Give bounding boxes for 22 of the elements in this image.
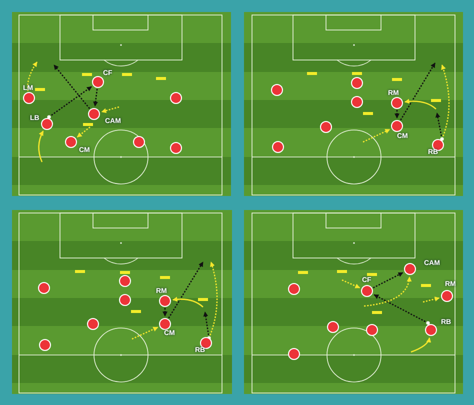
dotted-arrow <box>362 128 390 143</box>
dotted-arrow <box>441 64 450 140</box>
dotted-arrow <box>372 272 404 288</box>
curved-arrow <box>404 98 436 110</box>
dotted-arrow <box>48 86 92 118</box>
dotted-arrow <box>101 106 120 114</box>
dotted-arrow <box>400 62 436 120</box>
dotted-arrow <box>168 262 204 318</box>
dotted-arrow <box>93 88 98 107</box>
dotted-arrow <box>162 308 168 316</box>
dotted-arrow <box>394 110 400 118</box>
dotted-arrow <box>342 279 360 288</box>
dotted-arrow <box>132 326 158 340</box>
dotted-arrow <box>374 294 428 324</box>
dotted-arrow <box>54 64 90 109</box>
curved-arrow <box>38 130 44 162</box>
curved-arrow <box>172 296 204 308</box>
dotted-arrow <box>208 262 218 338</box>
dotted-arrow <box>76 126 90 138</box>
dotted-arrow <box>364 276 412 307</box>
dotted-arrow <box>422 296 440 303</box>
curved-arrow <box>410 337 431 353</box>
